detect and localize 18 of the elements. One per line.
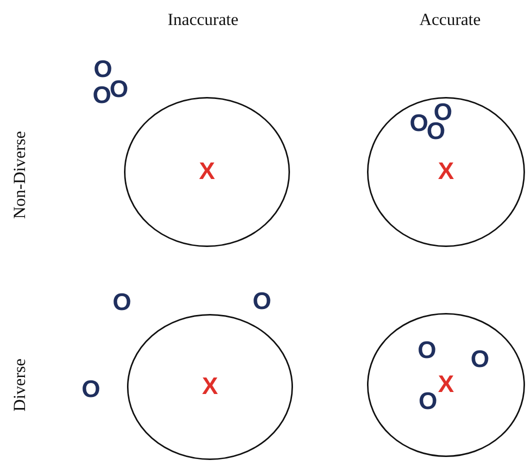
row-header: Non-Diverse bbox=[10, 131, 30, 219]
shot-mark: O bbox=[110, 76, 128, 103]
shot-mark: O bbox=[470, 346, 490, 374]
shot-mark: O bbox=[418, 337, 436, 365]
shot-mark: O bbox=[112, 289, 132, 317]
target-mark: X bbox=[438, 373, 454, 397]
target-mark: X bbox=[202, 375, 218, 399]
column-header: Inaccurate bbox=[168, 10, 238, 30]
target-mark: X bbox=[199, 160, 215, 184]
column-header: Accurate bbox=[419, 10, 481, 30]
shot-mark: O bbox=[82, 376, 100, 404]
target-mark: X bbox=[438, 160, 454, 184]
shot-mark: O bbox=[94, 56, 112, 83]
shot-mark: O bbox=[410, 110, 428, 137]
shot-mark: O bbox=[92, 82, 112, 110]
shot-mark: O bbox=[418, 388, 438, 416]
row-header: Diverse bbox=[10, 358, 30, 412]
shot-mark: O bbox=[252, 288, 272, 316]
